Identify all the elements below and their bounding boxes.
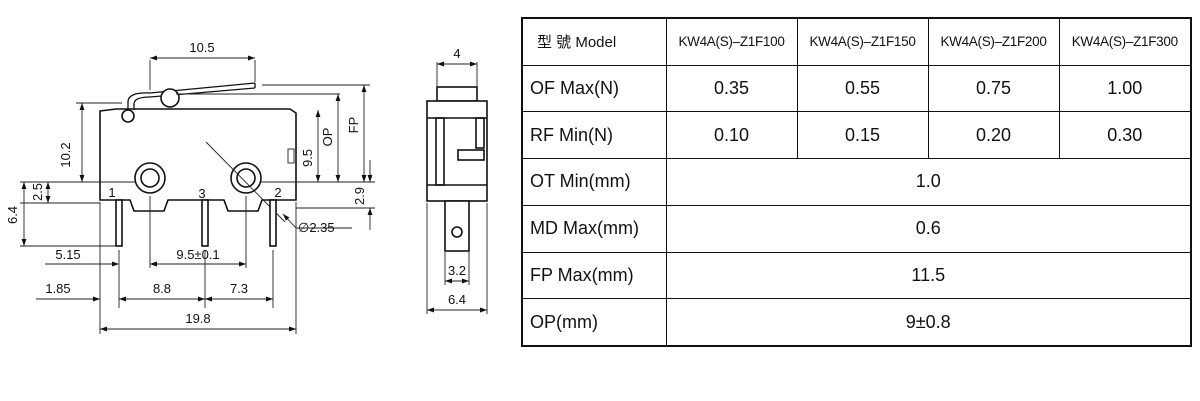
table-cell: 0.20 <box>927 111 1060 160</box>
row-label: MD Max(mm) <box>521 204 667 253</box>
table-row-of-max: OF Max(N) 0.35 0.55 0.75 1.00 <box>521 64 1192 113</box>
dim-overall-length: 19.8 <box>185 311 210 326</box>
row-label: OP(mm) <box>521 298 667 347</box>
terminal-3-label: 3 <box>198 186 205 201</box>
dim-body-height: 10.2 <box>58 142 73 167</box>
dim-lever-length: 10.5 <box>189 40 214 55</box>
dim-op-height: 9.5 <box>300 149 315 167</box>
dim-op-label: OP <box>320 128 335 147</box>
table-row-rf-min: RF Min(N) 0.10 0.15 0.20 0.30 <box>521 111 1192 160</box>
mounting-hole-right <box>230 162 262 194</box>
terminal-2-label: 2 <box>274 185 281 200</box>
dim-pin-pitch-left: 8.8 <box>153 281 171 296</box>
switch-body-outline <box>99 108 297 212</box>
table-row-op: OP(mm) 9±0.8 <box>521 298 1192 347</box>
dim-pin-height: 2.5 <box>30 183 45 201</box>
table-row-fp-max: FP Max(mm) 11.5 <box>521 251 1192 300</box>
table-cell: 0.35 <box>665 64 798 113</box>
terminal-1-label: 1 <box>108 185 115 200</box>
table-cell: 0.15 <box>796 111 929 160</box>
end-terminal <box>444 200 470 252</box>
terminal-2-pin <box>269 199 277 247</box>
table-cell: 9±0.8 <box>665 298 1192 347</box>
table-header-row: 型 號 Model KW4A(S)–Z1F100 KW4A(S)–Z1F150 … <box>521 17 1192 66</box>
table-cell: 0.6 <box>665 204 1192 253</box>
table-cell: 0.10 <box>665 111 798 160</box>
table-row-md-max: MD Max(mm) 0.6 <box>521 204 1192 253</box>
actuator-lever <box>127 82 256 110</box>
table-cell: 1.0 <box>665 158 1192 206</box>
terminal-3-pin <box>201 199 209 247</box>
header-model-z1f300: KW4A(S)–Z1F300 <box>1058 17 1192 66</box>
row-label: OT Min(mm) <box>521 158 667 206</box>
dim-hole-diameter: ∅2.35 <box>298 220 335 235</box>
table-cell: 0.75 <box>927 64 1060 113</box>
dim-pin-spacing-center: 9.5±0.1 <box>176 247 219 262</box>
header-model-z1f150: KW4A(S)–Z1F150 <box>796 17 929 66</box>
dim-pin-pitch-right: 7.3 <box>230 281 248 296</box>
technical-drawing: 1 3 2 10.5 10.2 2.5 6.4 9.5 OP <box>5 40 488 334</box>
table-cell: 1.00 <box>1058 64 1192 113</box>
plunger-cap <box>436 86 478 102</box>
dim-edge-offset: 1.85 <box>45 281 70 296</box>
side-view: 1 3 2 10.5 10.2 2.5 6.4 9.5 OP <box>5 40 375 334</box>
row-label: RF Min(N) <box>521 111 667 160</box>
pivot-hole <box>121 109 135 123</box>
table-cell: 0.55 <box>796 64 929 113</box>
dim-hole-offset: 2.9 <box>352 187 367 205</box>
spec-table: 型 號 Model KW4A(S)–Z1F100 KW4A(S)–Z1F150 … <box>521 17 1192 347</box>
dim-fp-label: FP <box>346 117 361 134</box>
dim-total-height: 6.4 <box>5 206 20 224</box>
dim-top-width: 4 <box>453 46 460 61</box>
dim-terminal-width: 3.2 <box>448 263 466 278</box>
row-label: OF Max(N) <box>521 64 667 113</box>
table-cell: 0.30 <box>1058 111 1192 160</box>
dim-left-offset: 5.15 <box>55 247 80 262</box>
dim-overall-width: 6.4 <box>448 292 466 307</box>
table-row-ot-min: OT Min(mm) 1.0 <box>521 158 1192 206</box>
end-view: 4 3.2 6.4 <box>426 46 488 314</box>
header-model-label: 型 號 Model <box>521 17 667 66</box>
terminal-1-pin <box>115 199 123 247</box>
header-model-z1f200: KW4A(S)–Z1F200 <box>927 17 1060 66</box>
table-cell: 11.5 <box>665 251 1192 300</box>
mounting-hole-left <box>134 162 166 194</box>
row-label: FP Max(mm) <box>521 251 667 300</box>
header-model-z1f100: KW4A(S)–Z1F100 <box>665 17 798 66</box>
